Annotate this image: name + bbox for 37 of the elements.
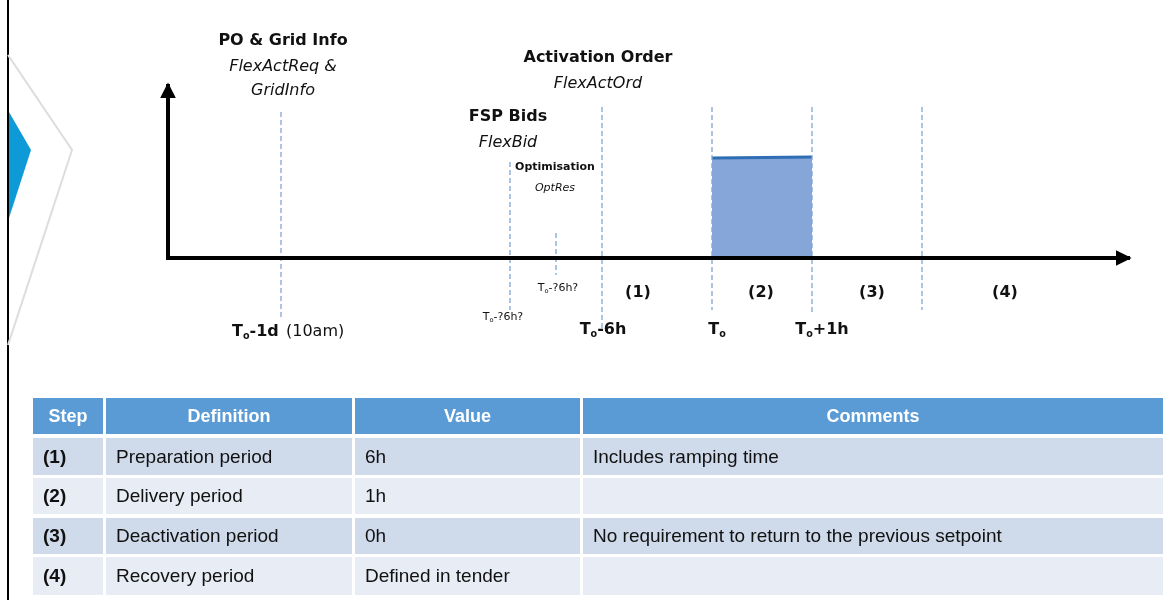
comment-text: Includes ramping time xyxy=(593,445,779,468)
value-text: 1h xyxy=(365,485,387,507)
message-name: FlexBid xyxy=(478,131,538,153)
time-note: (10am) xyxy=(286,320,345,342)
definition-text: Recovery period xyxy=(116,565,255,587)
event-title: Optimisation xyxy=(515,159,595,175)
time-label: T$_{o}$-?6h? xyxy=(537,280,579,297)
message-name: FlexActOrd xyxy=(553,72,643,94)
value-text: Defined in tender xyxy=(365,565,510,587)
column-header: Definition xyxy=(187,405,271,427)
event-title: PO & Grid Info xyxy=(218,29,348,51)
step-number: (3) xyxy=(43,525,67,547)
period-number: (4) xyxy=(992,281,1018,303)
column-header: Comments xyxy=(826,405,920,427)
time-label: T$_{o}$+1h xyxy=(795,318,849,341)
step-number: (2) xyxy=(43,485,67,507)
period-number: (3) xyxy=(859,281,885,303)
value-text: 0h xyxy=(365,525,387,547)
period-number: (2) xyxy=(748,281,774,303)
step-number: (4) xyxy=(43,565,67,587)
definition-text: Delivery period xyxy=(116,485,243,507)
value-text: 6h xyxy=(365,445,387,468)
period-number: (1) xyxy=(625,281,651,303)
message-name: OptRes xyxy=(534,180,576,196)
comment-text: No requirement to return to the previous setpoint xyxy=(593,525,1002,547)
definition-text: Preparation period xyxy=(116,445,273,468)
event-title: Activation Order xyxy=(523,46,673,68)
step-number: (1) xyxy=(43,445,67,468)
time-label: T$_{o}$-1d xyxy=(232,320,279,343)
time-label: T$_{o}$-6h xyxy=(579,318,627,341)
time-label: T$_{o}$ xyxy=(708,318,726,341)
message-name: FlexActReq & GridInfo xyxy=(228,55,338,101)
event-title: FSP Bids xyxy=(468,105,548,127)
column-header: Value xyxy=(444,405,491,427)
definition-text: Deactivation period xyxy=(116,525,279,547)
time-label: T$_{o}$-?6h? xyxy=(482,309,524,326)
column-header: Step xyxy=(48,405,88,427)
